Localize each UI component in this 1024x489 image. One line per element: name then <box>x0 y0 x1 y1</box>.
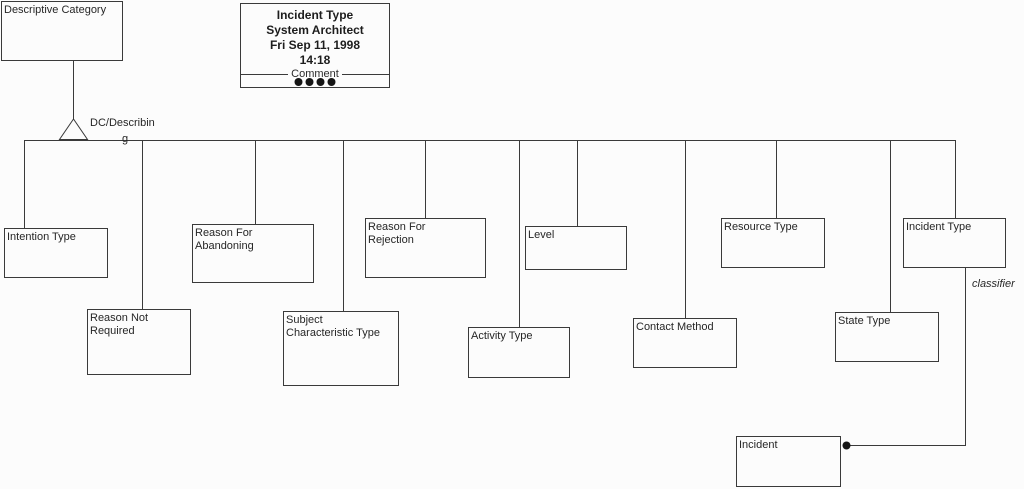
comment-label: Comment <box>291 67 339 80</box>
entity-subject-characteristic-type[interactable]: Subject Characteristic Type <box>283 311 399 386</box>
dot-icon <box>316 78 325 86</box>
dot-icon <box>294 78 303 86</box>
relationship-label-line1: DC/Describin <box>90 117 155 129</box>
separator-line-left <box>241 73 289 75</box>
entity-reason-for-abandoning[interactable]: Reason For Abandoning <box>192 224 314 283</box>
entity-state-type[interactable]: State Type <box>835 312 939 362</box>
classifier-label: classifier <box>972 278 1015 290</box>
bus-line <box>24 140 956 228</box>
comment-separator: Comment <box>241 67 389 81</box>
entity-resource-type[interactable]: Resource Type <box>721 218 825 268</box>
entity-incident-type[interactable]: Incident Type <box>903 218 1006 268</box>
title-block: Incident Type System Architect Fri Sep 1… <box>240 3 390 88</box>
comment-dots <box>294 78 336 86</box>
entity-contact-method[interactable]: Contact Method <box>633 318 737 368</box>
classifier-dot-icon <box>842 441 851 450</box>
diagram-date: Fri Sep 11, 1998 <box>269 38 361 52</box>
entity-reason-not-required[interactable]: Reason Not Required <box>87 309 191 375</box>
entity-activity-type[interactable]: Activity Type <box>468 327 570 378</box>
diagram-title: Incident Type <box>276 8 354 22</box>
dot-icon <box>327 78 336 86</box>
separator-line-right <box>341 73 389 75</box>
fork-triangle-icon <box>58 118 89 140</box>
entity-intention-type[interactable]: Intention Type <box>4 228 108 278</box>
entity-incident[interactable]: Incident <box>736 436 841 487</box>
entity-reason-for-rejection[interactable]: Reason For Rejection <box>365 218 486 278</box>
classifier-connector-line <box>850 268 966 446</box>
dot-icon <box>305 78 314 86</box>
tool-name: System Architect <box>266 23 364 37</box>
entity-descriptive-category[interactable]: Descriptive Category <box>1 1 123 61</box>
diagram-time: 14:18 <box>299 53 331 67</box>
relationship-label-line2: g <box>122 133 129 145</box>
entity-level[interactable]: Level <box>525 226 627 270</box>
